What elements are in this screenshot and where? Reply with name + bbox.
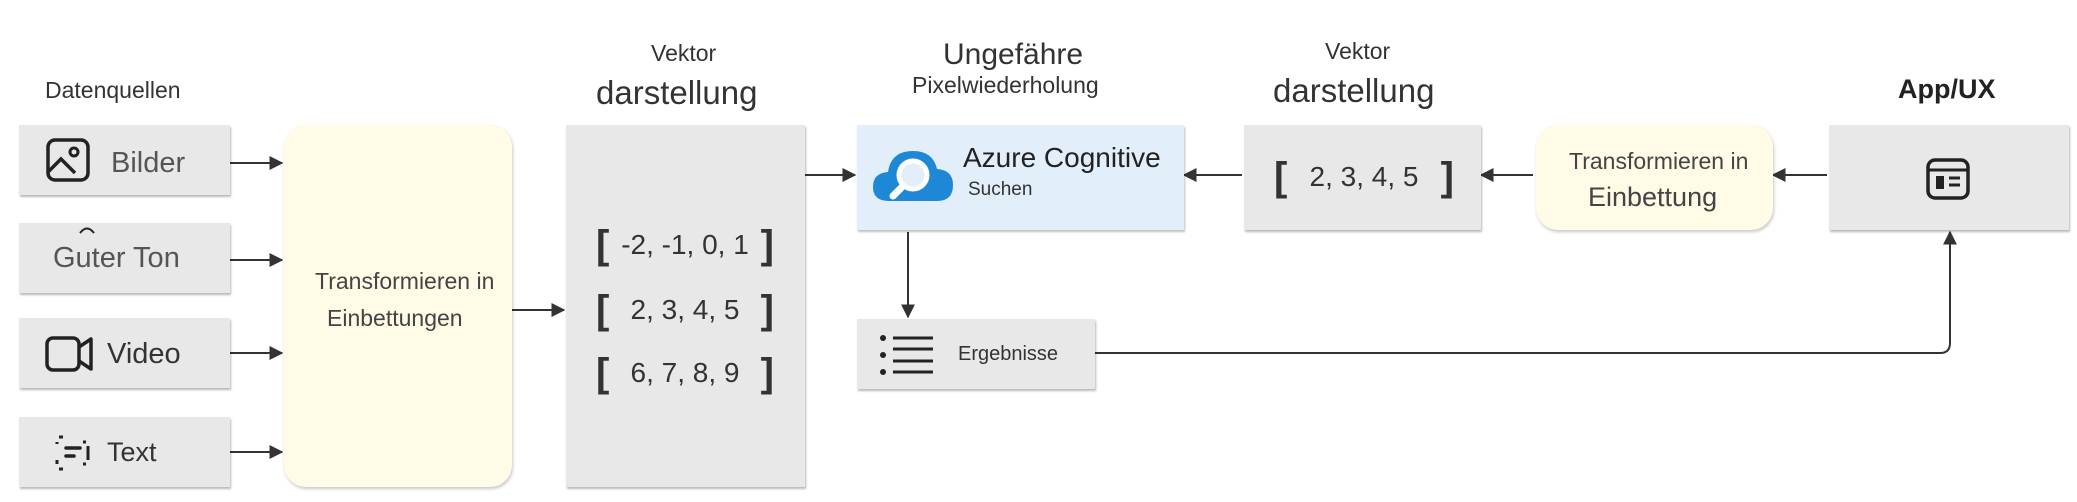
- transform-line2: Einbettung: [1588, 182, 1718, 212]
- app-title: App/UX: [1898, 74, 1996, 104]
- arrow-results-to-app: [1095, 230, 1957, 354]
- vector-left-title-top: Vektor: [651, 40, 717, 66]
- transform-line1: Transformieren in: [315, 268, 495, 294]
- results-box: Ergebnisse: [857, 319, 1095, 389]
- bracket-close: ]: [1440, 155, 1454, 199]
- vector-left-box: [ -2, -1, 0, 1 ] [ 2, 3, 4, 5 ] [ 6, 7, …: [566, 125, 805, 487]
- text-icon: [55, 435, 90, 471]
- transform-line2: Einbettungen: [327, 305, 463, 331]
- source-label: Video: [107, 338, 181, 370]
- vector-row: [ 6, 7, 8, 9 ]: [596, 348, 774, 398]
- image-icon: [46, 138, 90, 182]
- vector-values: 2, 3, 4, 5: [630, 294, 740, 325]
- search-title-sub: Pixelwiederholung: [912, 72, 1099, 98]
- sources-title: Datenquellen: [45, 77, 181, 103]
- source-text: Text: [19, 417, 230, 487]
- bracket-open: [: [596, 351, 610, 395]
- app-window-icon: [1926, 158, 1970, 200]
- vector-row: [ 2, 3, 4, 5 ]: [1274, 152, 1454, 202]
- bracket-close: ]: [760, 223, 774, 267]
- source-label: Guter Ton: [53, 242, 180, 274]
- list-icon: [880, 335, 933, 375]
- bracket-open: [: [1274, 155, 1288, 199]
- vector-right-title: darstellung: [1273, 72, 1435, 109]
- vector-row: [ -2, -1, 0, 1 ]: [596, 220, 774, 270]
- transform-embedding-box: Transformieren in Einbettung: [1536, 125, 1773, 230]
- vector-right-title-top: Vektor: [1325, 38, 1391, 64]
- source-label: Text: [107, 437, 157, 467]
- vector-right-box: [ 2, 3, 4, 5 ]: [1244, 125, 1481, 230]
- bracket-open: [: [596, 288, 610, 332]
- bracket-close: ]: [760, 351, 774, 395]
- vector-left-title: darstellung: [596, 74, 758, 111]
- source-bilder: Bilder: [19, 125, 230, 195]
- azure-search-cloud-icon: [873, 151, 953, 201]
- transform-line1: Transformieren in: [1569, 148, 1749, 174]
- bracket-open: [: [596, 223, 610, 267]
- vector-values: 2, 3, 4, 5: [1309, 161, 1419, 192]
- bracket-close: ]: [760, 288, 774, 332]
- azure-cognitive-search-box: Azure Cognitive Suchen: [857, 125, 1184, 230]
- vector-values: 6, 7, 8, 9: [630, 357, 740, 388]
- results-label: Ergebnisse: [958, 343, 1059, 365]
- app-box: [1829, 125, 2069, 230]
- transform-embeddings-box: Transformieren in Einbettungen: [284, 125, 512, 487]
- vector-values: -2, -1, 0, 1: [621, 229, 749, 260]
- audio-icon: [79, 227, 95, 234]
- source-label: Bilder: [111, 147, 186, 179]
- source-audio: Guter Ton: [19, 223, 230, 293]
- search-sub: Suchen: [968, 179, 1033, 200]
- search-title-top: Ungefähre: [943, 38, 1084, 71]
- search-name: Azure Cognitive: [963, 142, 1161, 173]
- source-video: Video: [19, 318, 230, 388]
- vector-row: [ 2, 3, 4, 5 ]: [596, 285, 774, 335]
- video-icon: [45, 336, 93, 372]
